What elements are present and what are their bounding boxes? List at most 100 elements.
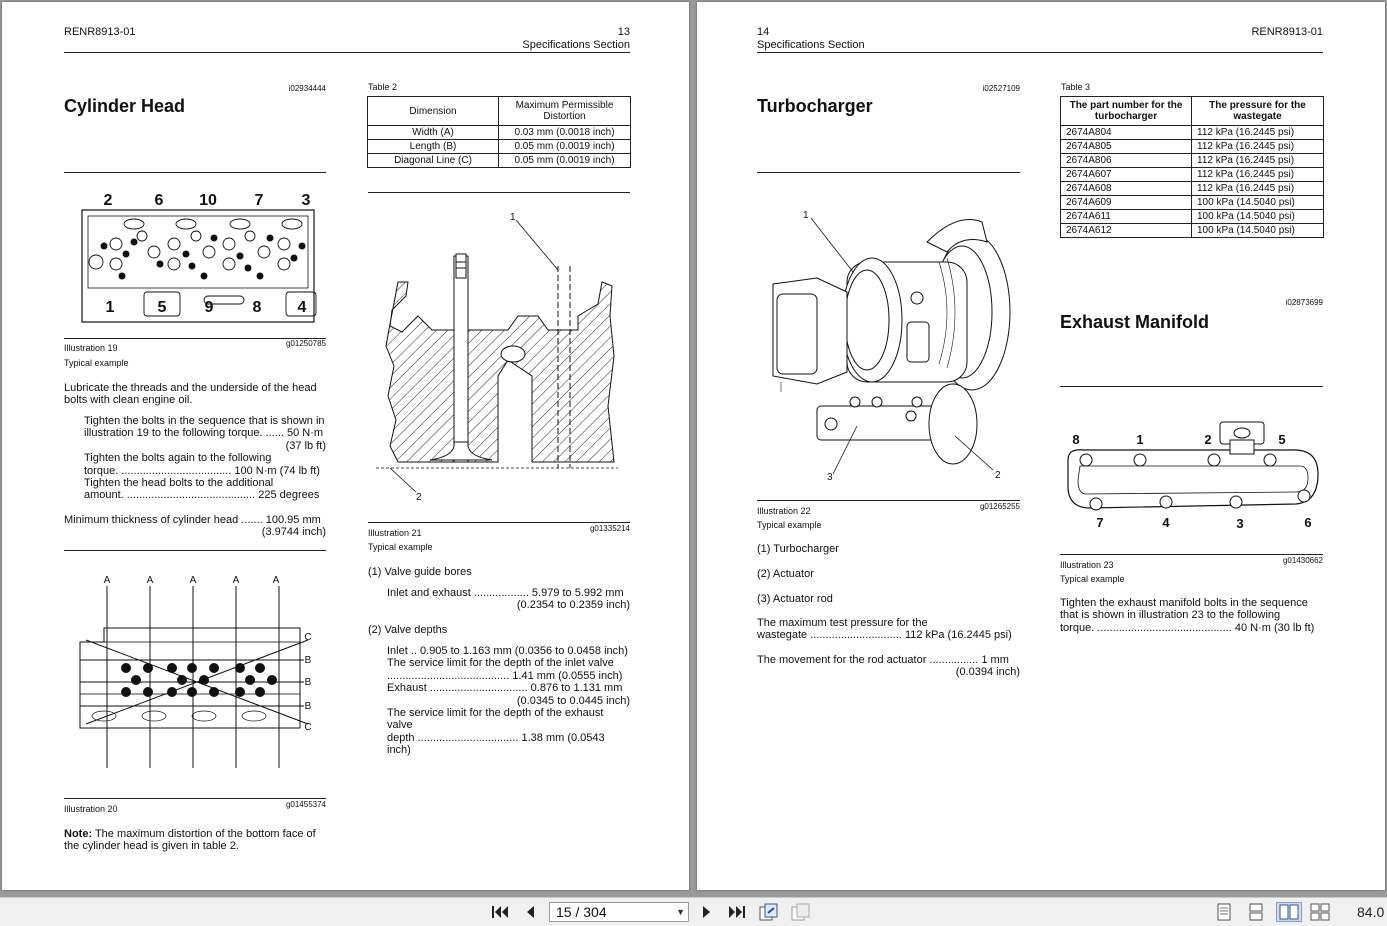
- go-back-view-button[interactable]: [759, 902, 779, 922]
- torque-steps: Tighten the bolts in the sequence that i…: [84, 415, 326, 502]
- bolt-label-bottom-5: 4: [298, 299, 307, 316]
- legend-item-turbocharger: (1) Turbocharger: [757, 543, 839, 555]
- page-number: 13: [617, 26, 630, 38]
- valve-depth-line1: Inlet .. 0.905 to 1.163 mm (0.0356 to 0.…: [387, 645, 628, 657]
- page-number-input[interactable]: 15 / 304 ▼: [549, 902, 689, 922]
- table3-cell: 2674A607: [1060, 167, 1192, 182]
- facing-pages-icon: [1279, 904, 1299, 920]
- bolt-label-bottom-3: 3: [1236, 516, 1243, 531]
- table3-cell: 112 kPa (16.2445 psi): [1191, 139, 1324, 154]
- single-page-view-button[interactable]: [1214, 902, 1234, 922]
- page-number-value: 15 / 304: [556, 904, 607, 920]
- table2-cell: 0.03 mm (0.0018 inch): [498, 125, 631, 140]
- last-page-button[interactable]: [727, 902, 747, 922]
- table3-cell: 100 kPa (14.5040 psi): [1191, 195, 1324, 210]
- bolt-label-top-5: 3: [302, 192, 311, 209]
- label-c-bottom: C: [304, 722, 311, 733]
- table3-cell: 2674A806: [1060, 153, 1192, 168]
- min-thickness-line2: (3.9744 inch): [261, 526, 326, 539]
- illus21-subcaption: Typical example: [368, 542, 433, 552]
- valve-section-diagram: 1 2: [376, 212, 618, 503]
- bolt-label-top-1: 8: [1072, 432, 1079, 447]
- test-pressure-line2: wastegate ..............................…: [757, 629, 1012, 642]
- manifold-torque-text: Tighten the exhaust manifold bolts in th…: [1060, 597, 1323, 634]
- viewer-toolbar: 15 / 304 ▼ 84.0: [0, 897, 1387, 926]
- cylinder-head-distortion-diagram: A A A A A C B B B C: [79, 575, 312, 768]
- continuous-page-icon: [1249, 903, 1263, 921]
- min-thickness: Minimum thickness of cylinder head .....…: [64, 514, 326, 539]
- next-page-icon: [703, 906, 710, 918]
- facing-pages-view-button[interactable]: [1276, 902, 1302, 922]
- label-b-3: B: [305, 701, 312, 712]
- note-text: The maximum distortion of the bottom fac…: [64, 828, 316, 853]
- first-page-icon: [492, 906, 508, 918]
- doc-id: RENR8913-01: [1251, 26, 1323, 38]
- valve-guide-spec: Inlet and exhaust .................. 5.9…: [387, 587, 630, 612]
- first-page-button[interactable]: [490, 902, 510, 922]
- next-page-button[interactable]: [697, 902, 717, 922]
- rod-movement: The movement for the rod actuator ......…: [757, 654, 1020, 679]
- table3-header-part: The part number for the turbocharger: [1060, 96, 1192, 126]
- illus23-caption: Illustration 23: [1060, 560, 1114, 570]
- doc-id: RENR8913-01: [64, 26, 136, 38]
- bolt-label-bottom-4: 8: [253, 299, 262, 316]
- continuous-facing-view-button[interactable]: [1310, 902, 1330, 922]
- rod-movement-line2: (0.0394 inch): [955, 666, 1020, 679]
- label-a-2: A: [147, 575, 154, 586]
- step1-line2: illustration 19 to the following torque.…: [84, 427, 324, 440]
- previous-page-button[interactable]: [520, 902, 540, 922]
- illustration-21: 1 2: [368, 206, 630, 506]
- bolt-label-top-4: 5: [1278, 432, 1285, 447]
- chevron-down-icon[interactable]: ▼: [676, 907, 685, 917]
- bolt-label-bottom-2: 5: [158, 299, 167, 316]
- test-pressure: The maximum test pressure for the wasteg…: [757, 617, 1020, 642]
- table3-cell: 100 kPa (14.5040 psi): [1191, 223, 1324, 238]
- last-page-icon: [729, 906, 745, 918]
- valve-depth-line4: Exhaust ................................…: [387, 682, 623, 695]
- illus21-code: g01335214: [589, 524, 630, 533]
- table-2: Dimension Maximum Permissible Distortion…: [367, 96, 631, 168]
- test-pressure-line1: The maximum test pressure for the: [757, 617, 928, 629]
- table3-cell: 2674A612: [1060, 223, 1192, 238]
- illustration-20: A A A A A C B B B C: [64, 568, 326, 778]
- manifold-title: Exhaust Manifold: [1060, 312, 1210, 332]
- manifold-torque: torque. ................................…: [1060, 621, 1315, 634]
- legend-item-actuator: (2) Actuator: [757, 568, 814, 580]
- go-forward-view-button[interactable]: [791, 902, 811, 922]
- illustration-19: 2 6 10 7 3 1 5 9 8 4: [64, 186, 326, 326]
- back-view-icon: [759, 903, 778, 921]
- page-number: 14: [757, 26, 770, 38]
- bolt-label-top-1: 2: [104, 192, 113, 209]
- section-name: Specifications Section: [757, 39, 865, 51]
- valve-depth-line7: depth ................................. …: [387, 731, 605, 757]
- forward-view-icon: [791, 903, 810, 921]
- illus23-code: g01430662: [1282, 556, 1323, 565]
- step1-line1: Tighten the bolts in the sequence that i…: [84, 415, 325, 427]
- step3-line2: amount. ................................…: [84, 489, 320, 502]
- cylinder-head-top-diagram: 2 6 10 7 3 1 5 9 8 4: [81, 192, 317, 323]
- table2-header-dimension: Dimension: [367, 96, 499, 126]
- exhaust-manifold-diagram: 8 1 2 5 7 4 3 6: [1067, 421, 1319, 531]
- table-row: Length (B) 0.05 mm (0.0019 inch): [367, 139, 631, 154]
- zoom-level[interactable]: 84.0: [1357, 904, 1385, 920]
- previous-page-icon: [527, 906, 534, 918]
- continuous-view-button[interactable]: [1246, 902, 1266, 922]
- table3-cell: 100 kPa (14.5040 psi): [1191, 209, 1324, 224]
- table3-cell: 112 kPa (16.2445 psi): [1191, 181, 1324, 196]
- valve-depth-line6: The service limit for the depth of the e…: [387, 707, 604, 732]
- table2-cell: 0.05 mm (0.0019 inch): [498, 139, 631, 154]
- illustration-22: 1 2 3: [757, 202, 1020, 486]
- table2-cell: 0.05 mm (0.0019 inch): [498, 153, 631, 168]
- illus22-subcaption: Typical example: [757, 520, 822, 530]
- turbocharger-diagram: 1 2 3: [772, 210, 1011, 483]
- ref-id: i02934444: [288, 84, 326, 93]
- note-label: Note:: [64, 828, 93, 840]
- table3-cell: 2674A804: [1060, 125, 1192, 140]
- ref-id: i02527109: [982, 84, 1020, 93]
- bolt-label-bottom-1: 7: [1096, 515, 1103, 530]
